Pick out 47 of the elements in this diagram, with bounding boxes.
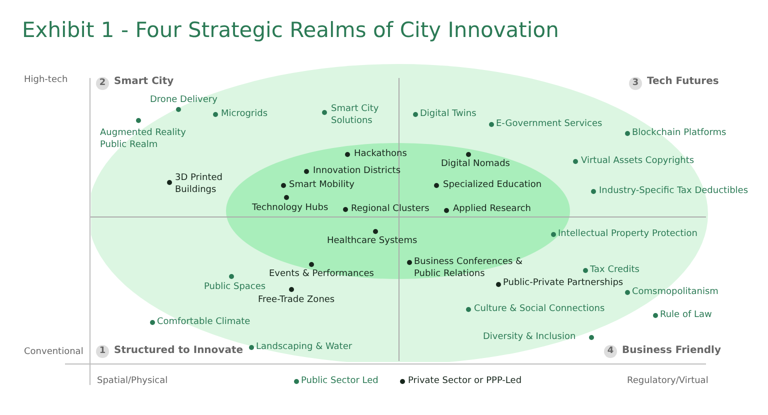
- number-badge: 3: [629, 77, 642, 90]
- item-label: Digital Nomads: [441, 158, 510, 170]
- axis-label: Regulatory/Virtual: [627, 375, 708, 387]
- item-label: Culture & Social Connections: [474, 303, 605, 315]
- quadrant-title: Smart City: [114, 76, 174, 88]
- item-label: Intellectual Property Protection: [558, 228, 698, 240]
- item-label: Drone Delivery: [150, 94, 218, 106]
- item-label: Smart Mobility: [289, 179, 354, 191]
- item-label: Free-Trade Zones: [258, 294, 335, 306]
- item-label: Healthcare Systems: [327, 235, 418, 247]
- item-label: Technology Hubs: [252, 202, 328, 214]
- item-label: Innovation Districts: [313, 165, 401, 177]
- item-label: Events & Performances: [269, 268, 374, 280]
- legend-label: Public Sector Led: [301, 375, 378, 387]
- item-label: Blockchain Platforms: [632, 127, 726, 139]
- item-label: Regional Clusters: [351, 203, 430, 215]
- item-label: E-Government Services: [496, 118, 602, 130]
- item-label: 3D Printed Buildings: [175, 172, 224, 196]
- legend-label: Private Sector or PPP-Led: [408, 375, 522, 387]
- axis-label: Conventional: [24, 346, 84, 358]
- item-label: Rule of Law: [660, 309, 712, 321]
- number-badge: 2: [96, 77, 109, 90]
- item-label: Comfortable Climate: [157, 316, 250, 328]
- item-label: Hackathons: [354, 148, 407, 160]
- item-label: Tax Credits: [590, 264, 640, 276]
- item-label: Microgrids: [221, 108, 268, 120]
- item-label: Comsmopolitanism: [632, 286, 718, 298]
- number-badge: 4: [604, 345, 617, 358]
- item-label: Business Conferences & Public Relations: [414, 256, 523, 279]
- item-label: Diversity & Inclusion: [483, 331, 576, 343]
- title: Exhibit 1 - Four Strategic Realms of City Innovation: [22, 18, 559, 42]
- quadrant-title: Tech Futures: [647, 76, 719, 88]
- item-label: Industry-Specific Tax Deductibles: [599, 185, 748, 197]
- item-label: Smart City Solutions: [331, 103, 380, 127]
- item-label: Public Spaces: [204, 281, 266, 293]
- item-label: Virtual Assets Copyrights: [581, 155, 694, 167]
- axis-label: High-tech: [24, 74, 68, 86]
- quadrant-title: Business Friendly: [622, 345, 721, 357]
- item-label: Digital Twins: [420, 108, 476, 120]
- item-label: Public-Private Partnerships: [503, 277, 624, 289]
- item-label: Specialized Education: [443, 179, 542, 191]
- item-label: Applied Research: [453, 203, 531, 215]
- number-badge: 1: [96, 345, 109, 358]
- axis-label: Spatial/Physical: [97, 375, 168, 387]
- item-label: Augmented Reality Public Realm: [100, 127, 187, 151]
- quadrant-title: Structured to Innovate: [114, 345, 244, 357]
- item-label: Landscaping & Water: [256, 341, 352, 353]
